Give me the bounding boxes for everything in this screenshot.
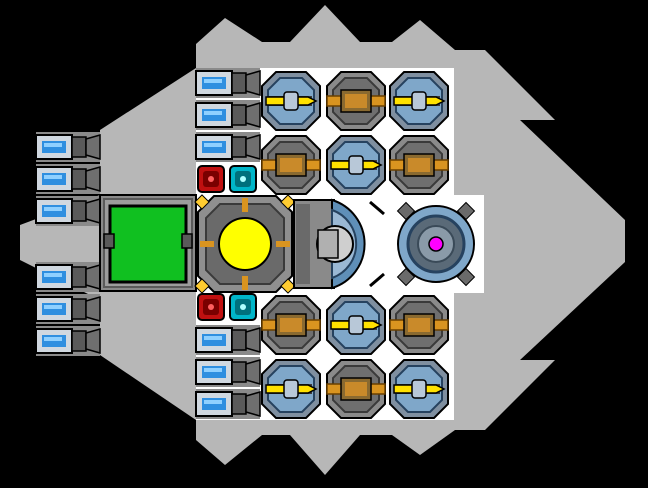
turret-6[interactable]: [389, 135, 449, 195]
thruster-8[interactable]: [195, 99, 261, 131]
thruster-4[interactable]: [35, 261, 101, 293]
thruster-9[interactable]: [195, 131, 261, 163]
turret-2[interactable]: [326, 71, 386, 131]
turret-9[interactable]: [389, 295, 449, 355]
thruster-10[interactable]: [195, 324, 261, 356]
turret-10[interactable]: [261, 359, 321, 419]
engine[interactable]: [293, 198, 385, 290]
thruster-5[interactable]: [35, 293, 101, 325]
turret-11[interactable]: [326, 359, 386, 419]
battery-top-red[interactable]: [197, 165, 225, 193]
battery-bottom-cyan[interactable]: [229, 293, 257, 321]
turret-3[interactable]: [389, 71, 449, 131]
thruster-6[interactable]: [35, 325, 101, 357]
cockpit[interactable]: [99, 194, 197, 292]
turret-4[interactable]: [261, 135, 321, 195]
gyroscope[interactable]: [396, 201, 476, 287]
turret-1[interactable]: [261, 71, 321, 131]
reactor[interactable]: [194, 194, 296, 294]
turret-5[interactable]: [326, 135, 386, 195]
thruster-3[interactable]: [35, 195, 101, 227]
thruster-12[interactable]: [195, 388, 261, 420]
thruster-7[interactable]: [195, 67, 261, 99]
thruster-1[interactable]: [35, 131, 101, 163]
battery-bottom-red[interactable]: [197, 293, 225, 321]
thruster-2[interactable]: [35, 163, 101, 195]
turret-8[interactable]: [326, 295, 386, 355]
thruster-11[interactable]: [195, 356, 261, 388]
turret-7[interactable]: [261, 295, 321, 355]
battery-top-cyan[interactable]: [229, 165, 257, 193]
turret-12[interactable]: [389, 359, 449, 419]
